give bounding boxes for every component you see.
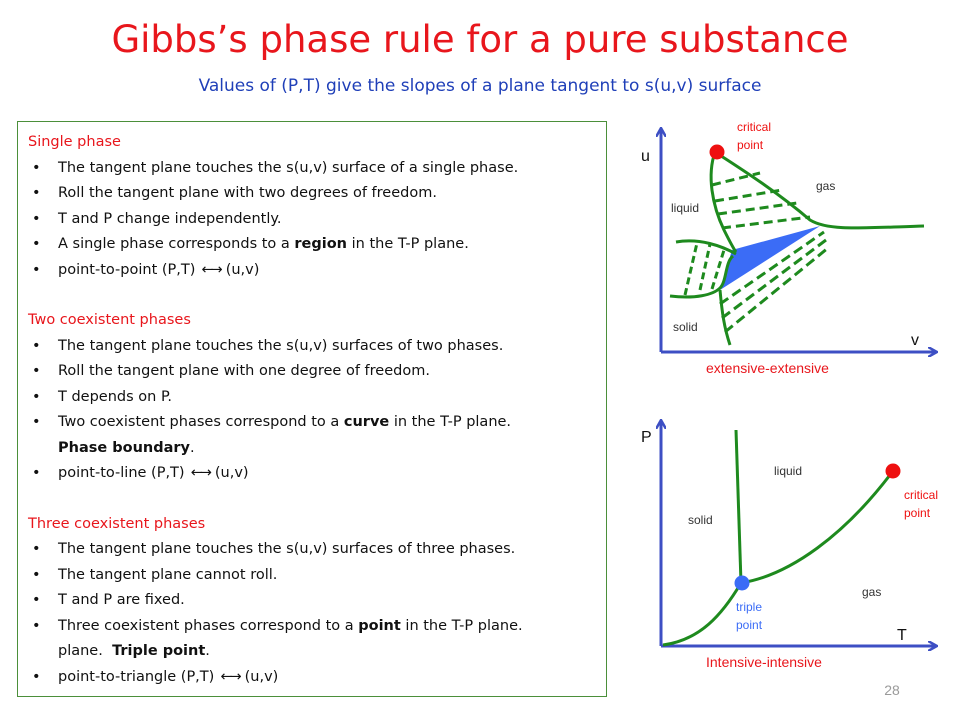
bullet-three-2: The tangent plane cannot roll. [28,563,596,589]
uv-critical-label-1: critical [737,120,771,134]
double-arrow-icon: ←→ [220,668,241,685]
bold-term: region [294,236,348,252]
bullet-single-4: A single phase corresponds to a region i… [28,232,596,258]
text: (u,v) [244,668,279,685]
text: point-to-triangle (P,T) [58,668,215,685]
bullet-two-1: The tangent plane touches the s(u,v) sur… [28,334,596,360]
vaporization-curve [740,470,895,585]
text: . [190,439,195,456]
text: (u,v) [214,465,249,481]
double-arrow-icon: ←→ [190,465,212,481]
text: (u,v) [225,261,260,278]
liquid-spinodal-curve [709,151,738,253]
bullet-two-3: T depends on P. [28,385,596,411]
uv-caption: extensive-extensive [706,360,829,376]
bullet-single-5: point-to-point (P,T) ←→(u,v) [28,258,596,284]
pt-y-axis-label: P [641,429,652,446]
double-arrow-icon: ←→ [201,261,222,278]
solid-tie-lines [683,242,726,296]
uv-critical-label-2: point [737,138,764,152]
slide-title: Gibbs’s phase rule for a pure substance [111,18,849,61]
solid-curve [669,254,735,299]
text: in the T-P plane. [400,617,523,634]
uv-x-axis-label: v [911,332,919,349]
bold-term: point [358,617,401,634]
slide-subtitle: Values of (P,T) give the slopes of a pla… [198,76,762,96]
bullet-three-4: Three coexistent phases correspond to a … [28,614,596,665]
pt-curves [662,429,895,647]
text: point-to-line (P,T) [58,465,185,481]
phase-rule-text-box: Single phase The tangent plane touches t… [17,121,607,697]
uv-critical-point-dot [709,144,725,160]
section-heading-single-phase: Single phase [28,134,121,150]
bold-term: Phase boundary [58,439,191,456]
bullet-single-2: Roll the tangent plane with two degrees … [28,181,596,207]
pt-critical-point-dot [885,463,901,479]
bullet-two-5: point-to-line (P,T) ←→(u,v) [28,461,596,487]
text: Two coexistent phases correspond to a [58,414,344,430]
pt-critical-label-1: critical [904,488,938,502]
pt-diagram: P T liquid solid gas critical point trip… [641,422,938,670]
bullet-three-1: The tangent plane touches the s(u,v) sur… [28,537,596,563]
text: A single phase corresponds to a [58,236,295,252]
triple-label-2: point [736,618,763,632]
gas-curve [714,150,925,230]
triple-label-1: triple [736,600,762,614]
solid-gas-tie-lines [719,230,829,334]
tie-triangle [720,226,820,290]
text: point-to-point (P,T) [58,261,196,278]
uv-liquid-label: liquid [671,201,699,215]
bold-term: curve [343,414,390,430]
section-heading-three-phases: Three coexistent phases [28,515,206,532]
text: . [205,643,210,659]
uv-y-axis-label: u [641,148,650,165]
uv-solid-label: solid [673,320,698,334]
pt-solid-label: solid [688,513,713,527]
liquid-gas-tie-lines [711,171,811,230]
bullet-single-3: T and P change independently. [28,207,596,233]
bullet-two-2: Roll the tangent plane with one degree o… [28,359,596,385]
bullet-three-5: point-to-triangle (P,T) ←→(u,v) [28,665,596,691]
bold-term: Triple point [112,643,206,659]
bullet-three-3: T and P are fixed. [28,588,596,614]
solid-low-curve [718,289,732,346]
bullet-single-1: The tangent plane touches the s(u,v) sur… [28,156,596,182]
uv-curves [669,150,925,346]
bullet-two-4: Two coexistent phases correspond to a cu… [28,410,596,461]
section-heading-two-phases: Two coexistent phases [28,312,191,328]
page-number: 28 [884,682,900,698]
uv-diagram: u v critical point gas liquid solid exte… [641,120,935,376]
pt-caption: Intensive-intensive [706,654,822,670]
sublimation-curve [662,582,743,647]
melting-curve [734,429,743,584]
pt-liquid-label: liquid [774,464,802,478]
text: Three coexistent phases correspond to a [58,617,359,634]
text: in the T-P plane. [347,236,469,252]
triple-point-dot [734,575,750,591]
liquid-bottom-curve [675,239,737,256]
uv-gas-label: gas [816,179,835,193]
pt-x-axis-label: T [897,627,907,644]
text: in the T-P plane. [389,414,512,430]
pt-critical-label-2: point [904,506,931,520]
pt-gas-label: gas [862,585,881,599]
